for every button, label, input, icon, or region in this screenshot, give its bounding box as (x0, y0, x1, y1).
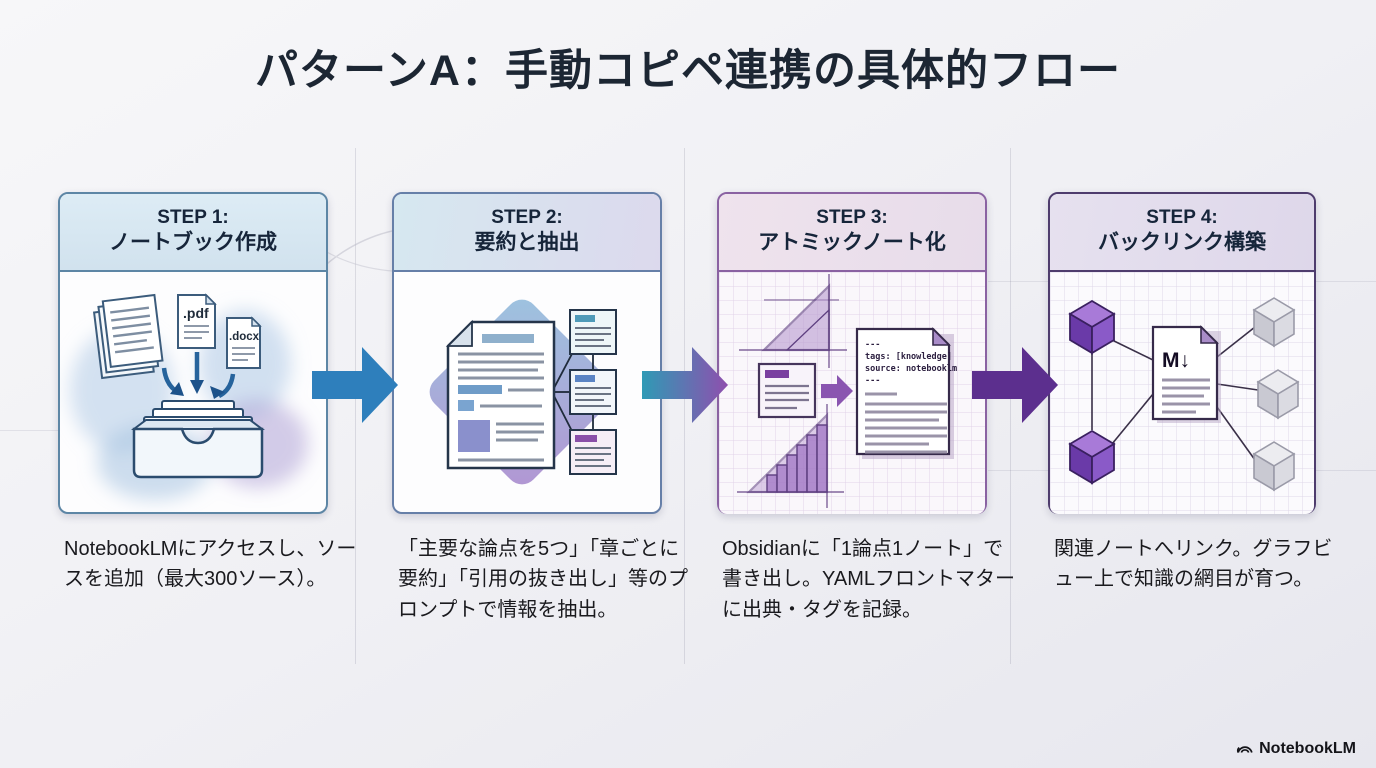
source-document-icon (445, 319, 556, 470)
svg-text:M↓: M↓ (1162, 349, 1190, 372)
purple-node-cube-bottom (1068, 429, 1116, 485)
step-2-card: STEP 2: 要約と抽出 (392, 192, 662, 514)
atomic-note-illustration: --- tags: [knowledge] source: notebooklm… (719, 272, 985, 514)
triangle-drawing-top (739, 274, 847, 368)
svg-text:source: notebooklm: source: notebooklm (865, 364, 957, 374)
step-1-title: ノートブック作成 (109, 231, 277, 255)
gray-node-cube-bottom (1252, 441, 1296, 492)
step-2-header: STEP 2: 要約と抽出 (394, 194, 660, 272)
background-guide-line (355, 148, 356, 664)
step-3-description: Obsidianに「1論点1ノート」で書き出し。YAMLフロントマターに出典・タ… (722, 538, 1015, 621)
flow-arrow-1 (312, 347, 398, 423)
triangle-drawing-bottom (737, 404, 844, 508)
step-1-description: NotebookLMにアクセスし、ソースを追加（最大300ソース）。 (64, 538, 357, 591)
svg-text:---: --- (865, 376, 880, 386)
svg-text:---: --- (865, 340, 880, 350)
step-4-title: バックリンク構築 (1098, 231, 1266, 255)
step-1-illustration: .pdf .docx (60, 272, 326, 514)
flow-arrow-2 (642, 347, 728, 423)
step-4-header: STEP 4: バックリンク構築 (1050, 194, 1314, 272)
summary-extract-illustration (429, 299, 617, 485)
step-2-illustration (394, 272, 660, 514)
step-1-card: STEP 1: ノートブック作成 (58, 192, 328, 514)
step-1-header: STEP 1: ノートブック作成 (60, 194, 326, 272)
gray-node-cube-middle (1256, 369, 1300, 420)
step-4-illustration: M↓ (1050, 272, 1314, 514)
background-guide-line (0, 430, 60, 431)
step-3-card: STEP 3: アトミックノート化 (717, 192, 987, 514)
yaml-note-icon: --- tags: [knowledge] source: notebooklm… (855, 327, 957, 459)
step-4-description: 関連ノートへリンク。グラフビュー上で知識の網目が育つ。 (1054, 538, 1333, 591)
flow-arrow-3 (972, 347, 1058, 423)
notebooklm-logo-icon (1237, 746, 1253, 753)
note-card-2 (569, 369, 617, 415)
background-guide-line (1010, 148, 1011, 664)
step-3-title: アトミックノート化 (758, 231, 946, 255)
step-2-label: STEP 2: (491, 207, 563, 229)
background-guide-line (684, 148, 685, 664)
document-stack-icon (92, 293, 164, 380)
inbox-tray-icon (131, 400, 265, 479)
atomic-note-icon (757, 362, 817, 419)
step-2-description: 「主要な論点を5つ」「章ごとに要約」「引用の抜き出し」等のプロンプトで情報を抽出… (398, 538, 688, 621)
sources-inbox-illustration: .pdf .docx (70, 293, 308, 500)
docx-file-icon: .docx (226, 316, 262, 369)
step-4-label: STEP 4: (1146, 207, 1218, 229)
svg-text:.docx: .docx (229, 331, 260, 343)
graph-links (1091, 326, 1259, 461)
pdf-file-icon: .pdf (177, 293, 217, 349)
purple-node-cube-top (1068, 299, 1116, 355)
page-title: パターンA：手動コピペ連携の具体的フロー (255, 47, 1121, 95)
note-card-3 (569, 429, 617, 475)
gray-node-cube-top (1252, 297, 1296, 348)
backlink-graph-illustration: M↓ (1050, 272, 1314, 514)
note-card-1 (569, 309, 617, 355)
step-3-label: STEP 3: (816, 207, 888, 229)
svg-text:.pdf: .pdf (183, 305, 209, 321)
step-1-label: STEP 1: (157, 207, 229, 229)
small-arrow-icon (821, 375, 853, 407)
step-3-header: STEP 3: アトミックノート化 (719, 194, 985, 272)
svg-text:tags: [knowledge]: tags: [knowledge] (865, 352, 952, 362)
step-2-title: 要約と抽出 (474, 231, 580, 255)
notebooklm-brand: NotebookLM (1236, 740, 1356, 758)
notebooklm-brand-text: NotebookLM (1259, 740, 1356, 757)
step-4-card: STEP 4: バックリンク構築 (1048, 192, 1316, 514)
step-3-illustration: --- tags: [knowledge] source: notebooklm… (719, 272, 985, 514)
markdown-note-icon: M↓ (1151, 325, 1221, 423)
